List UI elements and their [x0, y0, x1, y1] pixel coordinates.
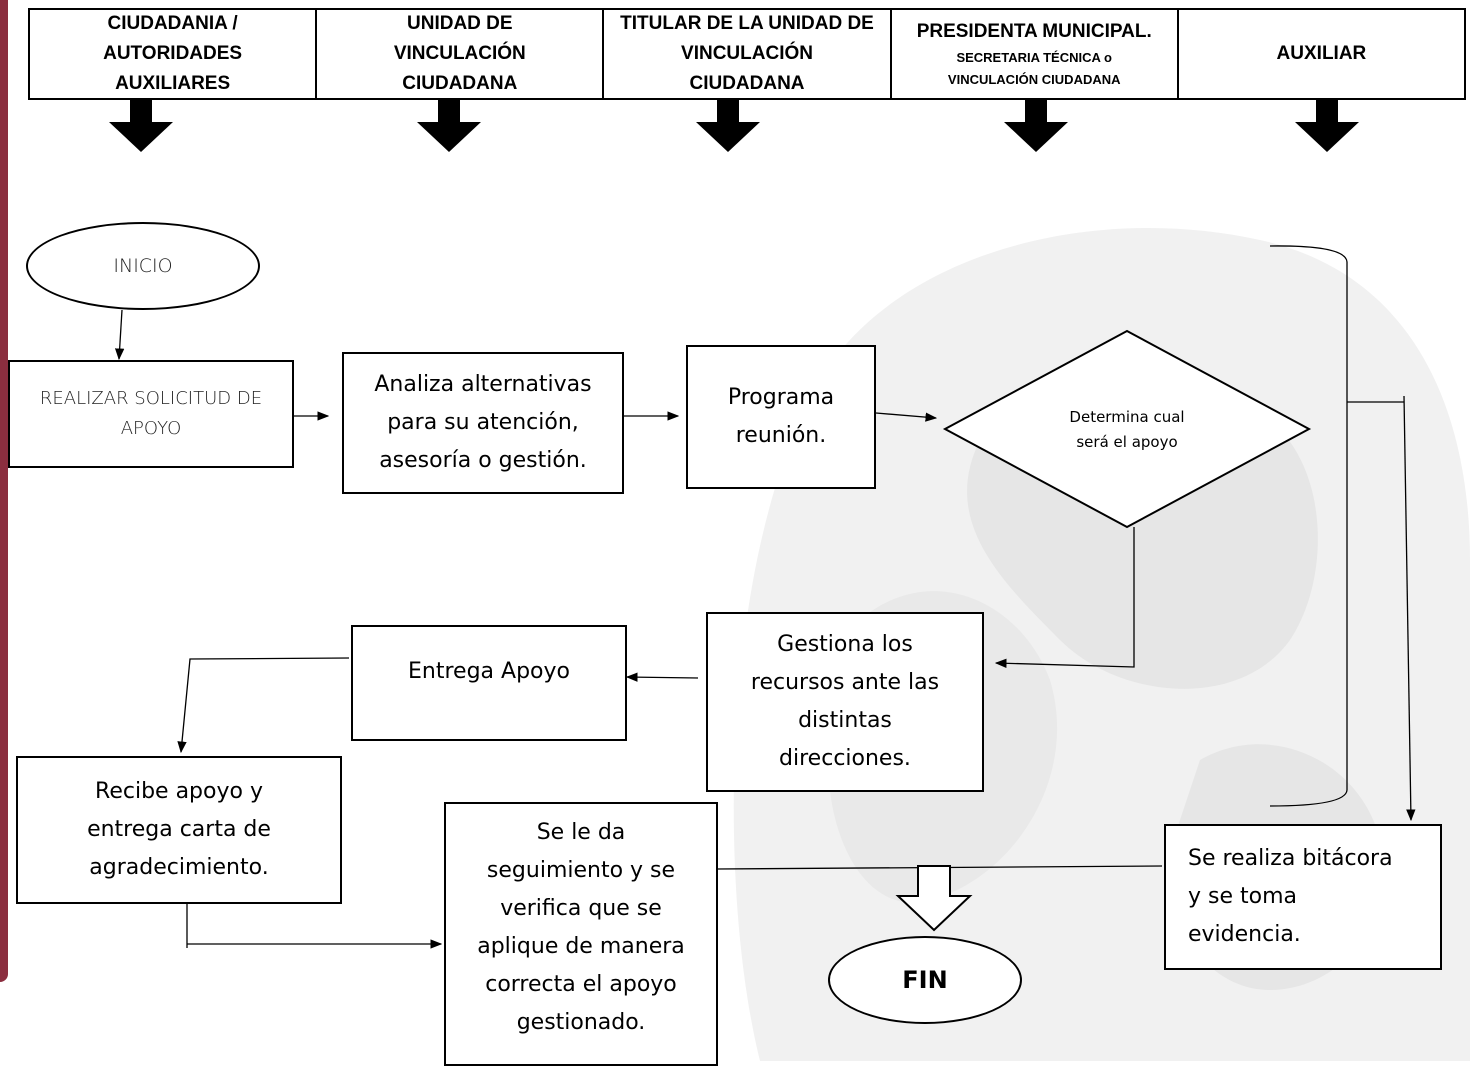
- process-label: Se le da seguimiento y se verifica que s…: [477, 820, 685, 1035]
- lane-label-line: CIUDADANIA /: [107, 13, 238, 34]
- lane-unidad-vinculacion: UNIDAD DE VINCULACIÓN CIUDADANA: [315, 10, 602, 98]
- decision-label-box: Determina cual será el apoyo: [1020, 380, 1234, 480]
- lane-label-line: CIUDADANA: [689, 73, 805, 94]
- lane-label-line: AUTORIDADES: [103, 43, 243, 64]
- process-label: Programa reunión.: [727, 385, 835, 448]
- process-label: Analiza alternativas para su atención, a…: [374, 372, 592, 473]
- end-node: FIN: [828, 936, 1022, 1024]
- lane-label-line: PRESIDENTA MUNICIPAL.: [916, 21, 1152, 42]
- lane-label-line: UNIDAD DE: [407, 13, 513, 34]
- start-label: INICIO: [113, 255, 173, 277]
- process-seguimiento: Se le da seguimiento y se verifica que s…: [444, 802, 718, 1066]
- lane-presidenta-municipal: PRESIDENTA MUNICIPAL. SECRETARIA TÉCNICA…: [889, 10, 1177, 98]
- decision-label: Determina cual será el apoyo: [1069, 408, 1185, 451]
- process-label: REALIZAR SOLICITUD DE APOYO: [39, 388, 263, 439]
- lane-label-line: VINCULACIÓN: [681, 43, 813, 64]
- lane-label-line: TITULAR DE LA UNIDAD DE: [620, 13, 874, 34]
- process-bitacora: Se realiza bitácora y se toma evidencia.: [1164, 824, 1442, 970]
- end-label: FIN: [902, 966, 948, 994]
- process-label: Recibe apoyo y entrega carta de agradeci…: [87, 779, 271, 880]
- left-accent-bar: [0, 0, 8, 982]
- lane-sublabel-line: SECRETARIA TÉCNICA o: [956, 50, 1112, 65]
- lane-titular-unidad: TITULAR DE LA UNIDAD DE VINCULACIÓN CIUD…: [602, 10, 889, 98]
- lane-label-line: VINCULACIÓN: [393, 43, 526, 64]
- swimlane-header: CIUDADANIA / AUTORIDADES AUXILIARES UNID…: [28, 8, 1466, 100]
- lane-label-line: AUXILIARES: [115, 73, 231, 94]
- start-node: INICIO: [26, 222, 260, 310]
- process-label: Gestiona los recursos ante las distintas…: [750, 632, 940, 771]
- process-recibe-apoyo: Recibe apoyo y entrega carta de agradeci…: [16, 756, 342, 904]
- process-label: Entrega Apoyo: [408, 659, 570, 684]
- lane-label-line: CIUDADANA: [402, 73, 518, 94]
- lane-ciudadania: CIUDADANIA / AUTORIDADES AUXILIARES: [30, 10, 315, 98]
- process-programa-reunion: Programa reunión.: [686, 345, 876, 489]
- process-realizar-solicitud: REALIZAR SOLICITUD DE APOYO: [8, 360, 294, 468]
- process-analiza-alternativas: Analiza alternativas para su atención, a…: [342, 352, 624, 494]
- lane-sublabel-line: VINCULACIÓN CIUDADANA: [947, 72, 1121, 87]
- process-entrega-apoyo: Entrega Apoyo: [351, 625, 627, 741]
- process-gestiona-recursos: Gestiona los recursos ante las distintas…: [706, 612, 984, 792]
- process-label: Se realiza bitácora y se toma evidencia.: [1188, 846, 1393, 947]
- lane-auxiliar: AUXILIAR: [1176, 10, 1464, 98]
- lane-label-line: AUXILIAR: [1276, 43, 1367, 64]
